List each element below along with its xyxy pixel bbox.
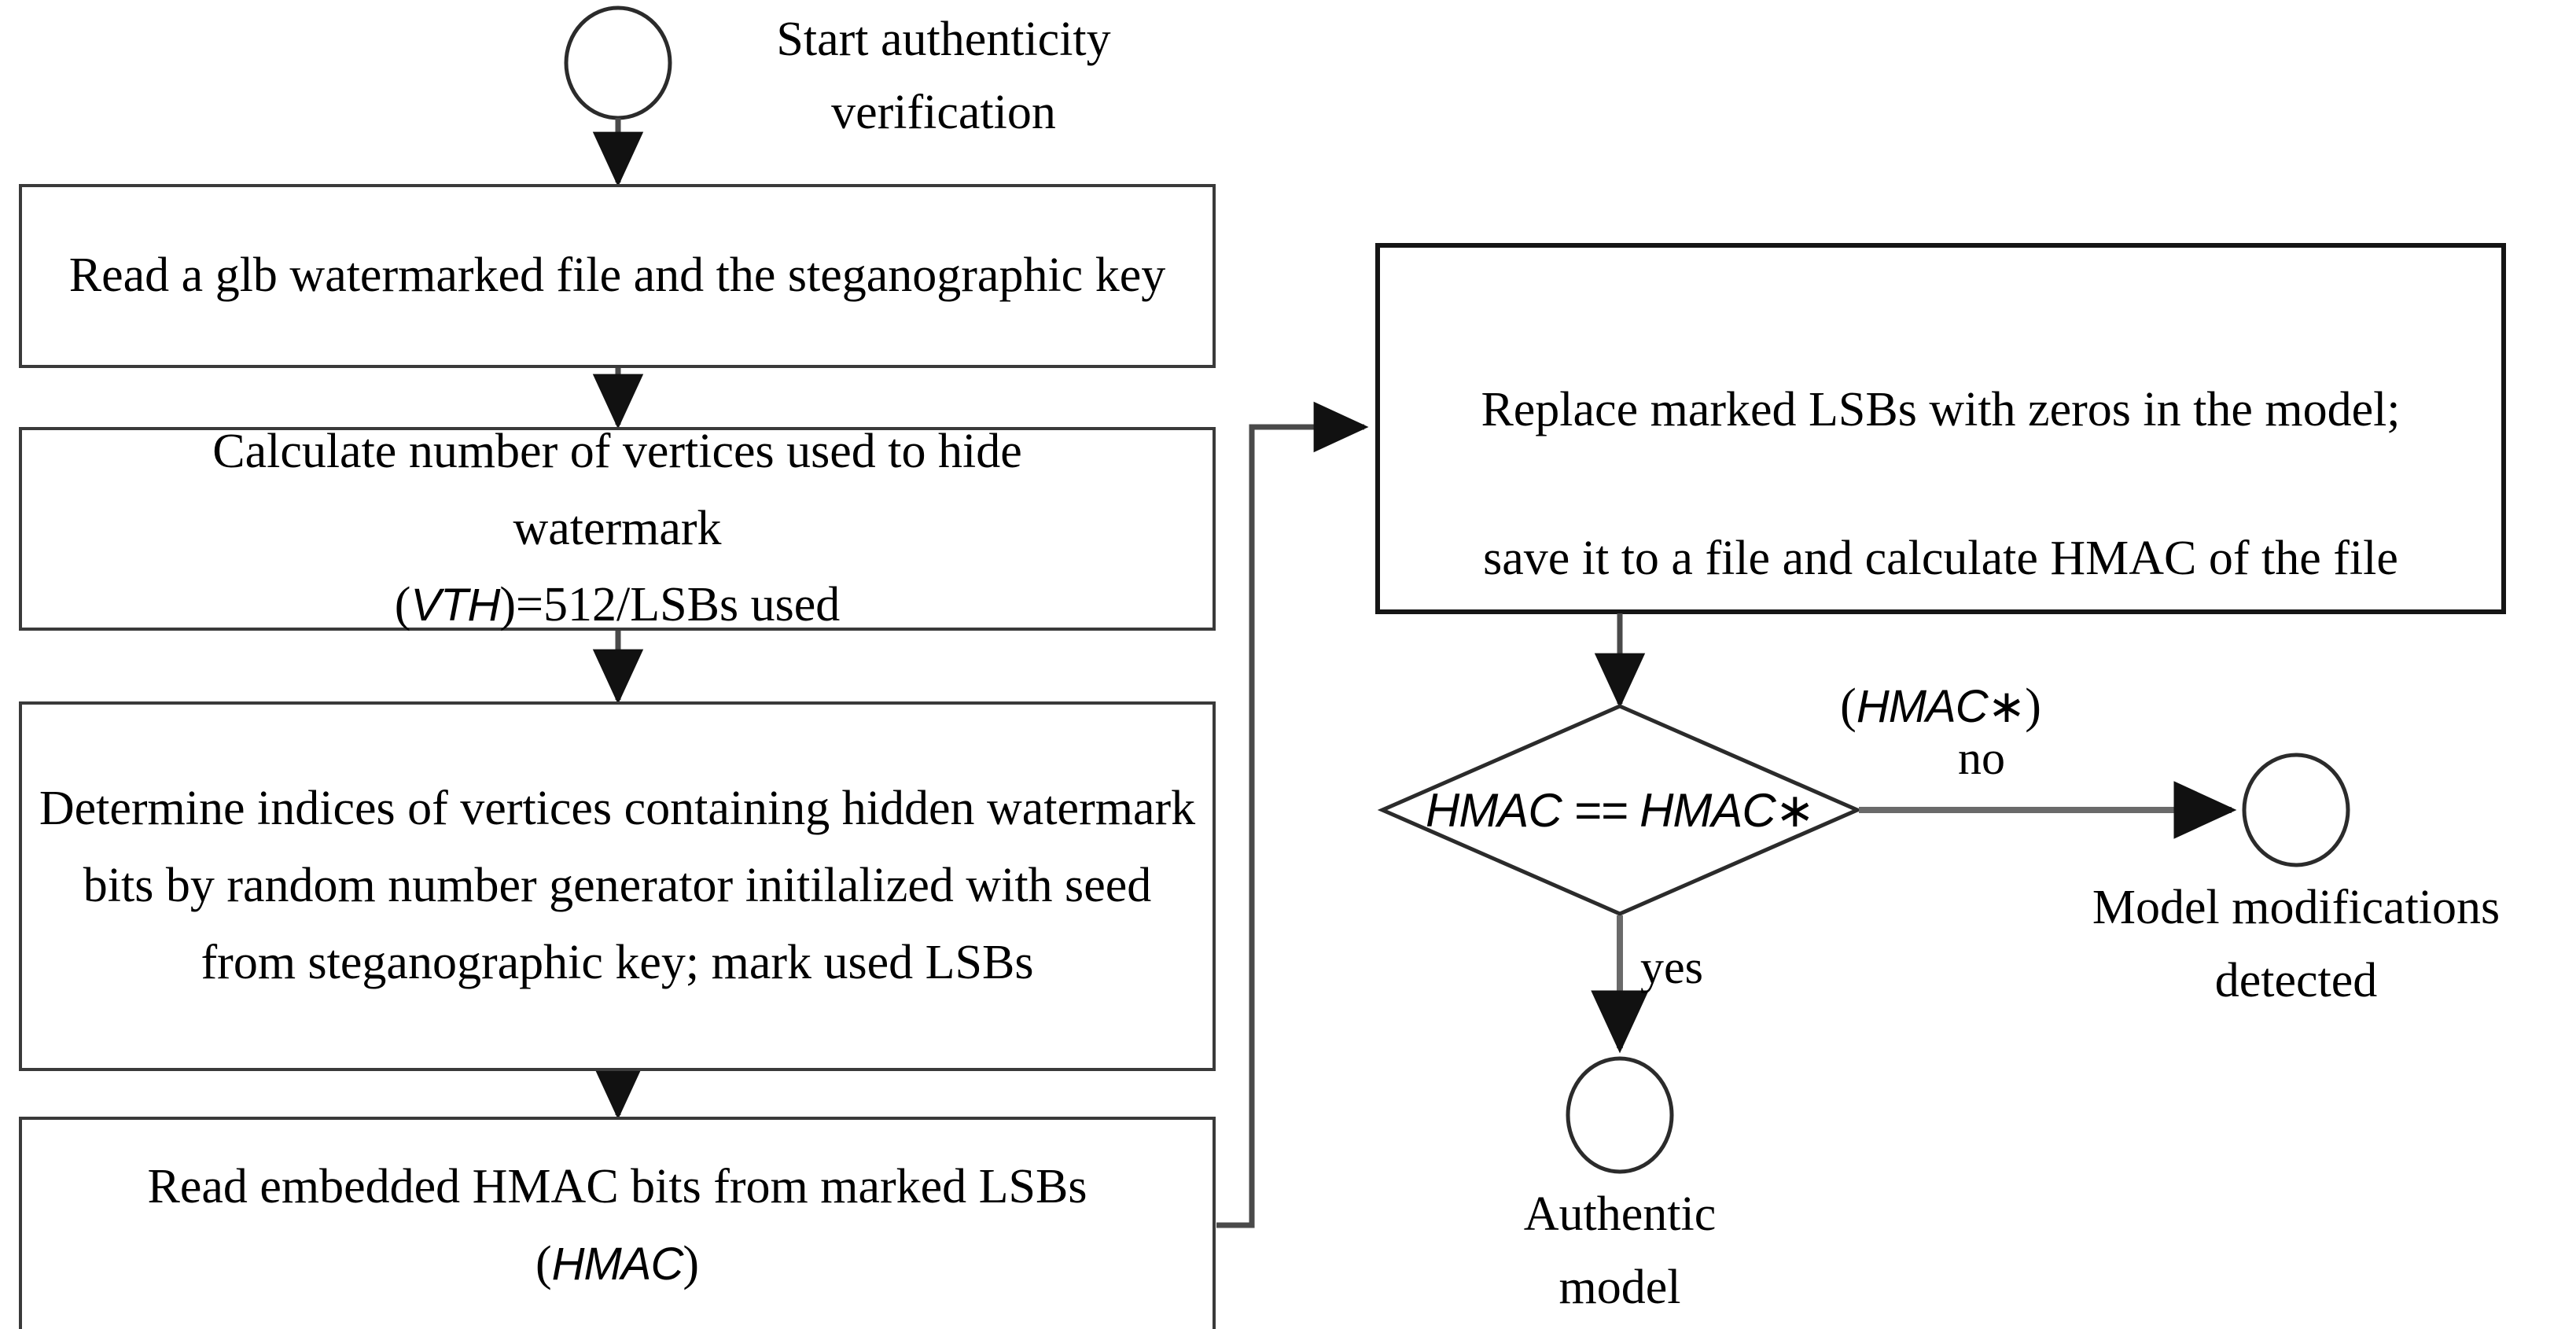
end-yes-node-circle	[1566, 1056, 1674, 1174]
end-no-node-circle	[2242, 753, 2350, 867]
vth-formula: )=512/LSBs used	[499, 578, 841, 632]
process-box-read-file[interactable]: Read a glb watermarked file and the steg…	[19, 184, 1216, 368]
vth-variable: VTH	[410, 580, 500, 631]
process-box-calculate-vth-label: Calculate number of vertices used to hid…	[201, 414, 1033, 645]
vth-line-1: Calculate number of vertices used to hid…	[212, 424, 1022, 478]
vth-paren-open: (	[394, 578, 411, 632]
read-hmac-line-2: (HMAC)	[147, 1226, 1087, 1303]
hmac-variable: HMAC	[551, 1239, 684, 1290]
start-node-circle	[564, 6, 672, 120]
vth-line-3: (VTH)=512/LSBs used	[212, 567, 1022, 644]
read-hmac-line-1: Read embedded HMAC bits from marked LSBs	[147, 1160, 1087, 1214]
process-box-read-file-label: Read a glb watermarked file and the steg…	[68, 248, 1166, 303]
process-box-read-hmac-label: Read embedded HMAC bits from marked LSBs…	[136, 1149, 1098, 1303]
vth-line-2: watermark	[513, 501, 722, 555]
process-box-determine-indices-label: Determine indices of vertices containing…	[39, 782, 1196, 989]
edge-step4-to-step5	[1216, 401, 1369, 1228]
decision-diamond	[1377, 704, 1863, 916]
process-box-calculate-vth[interactable]: Calculate number of vertices used to hid…	[19, 425, 1216, 631]
hmac-paren-open: (	[535, 1237, 552, 1290]
hmac-paren-close: )	[683, 1237, 700, 1290]
step5-box-outline	[1375, 243, 2506, 614]
process-box-read-hmac[interactable]: Read embedded HMAC bits from marked LSBs…	[19, 1117, 1216, 1329]
process-box-determine-indices[interactable]: Determine indices of vertices containing…	[19, 701, 1216, 1071]
